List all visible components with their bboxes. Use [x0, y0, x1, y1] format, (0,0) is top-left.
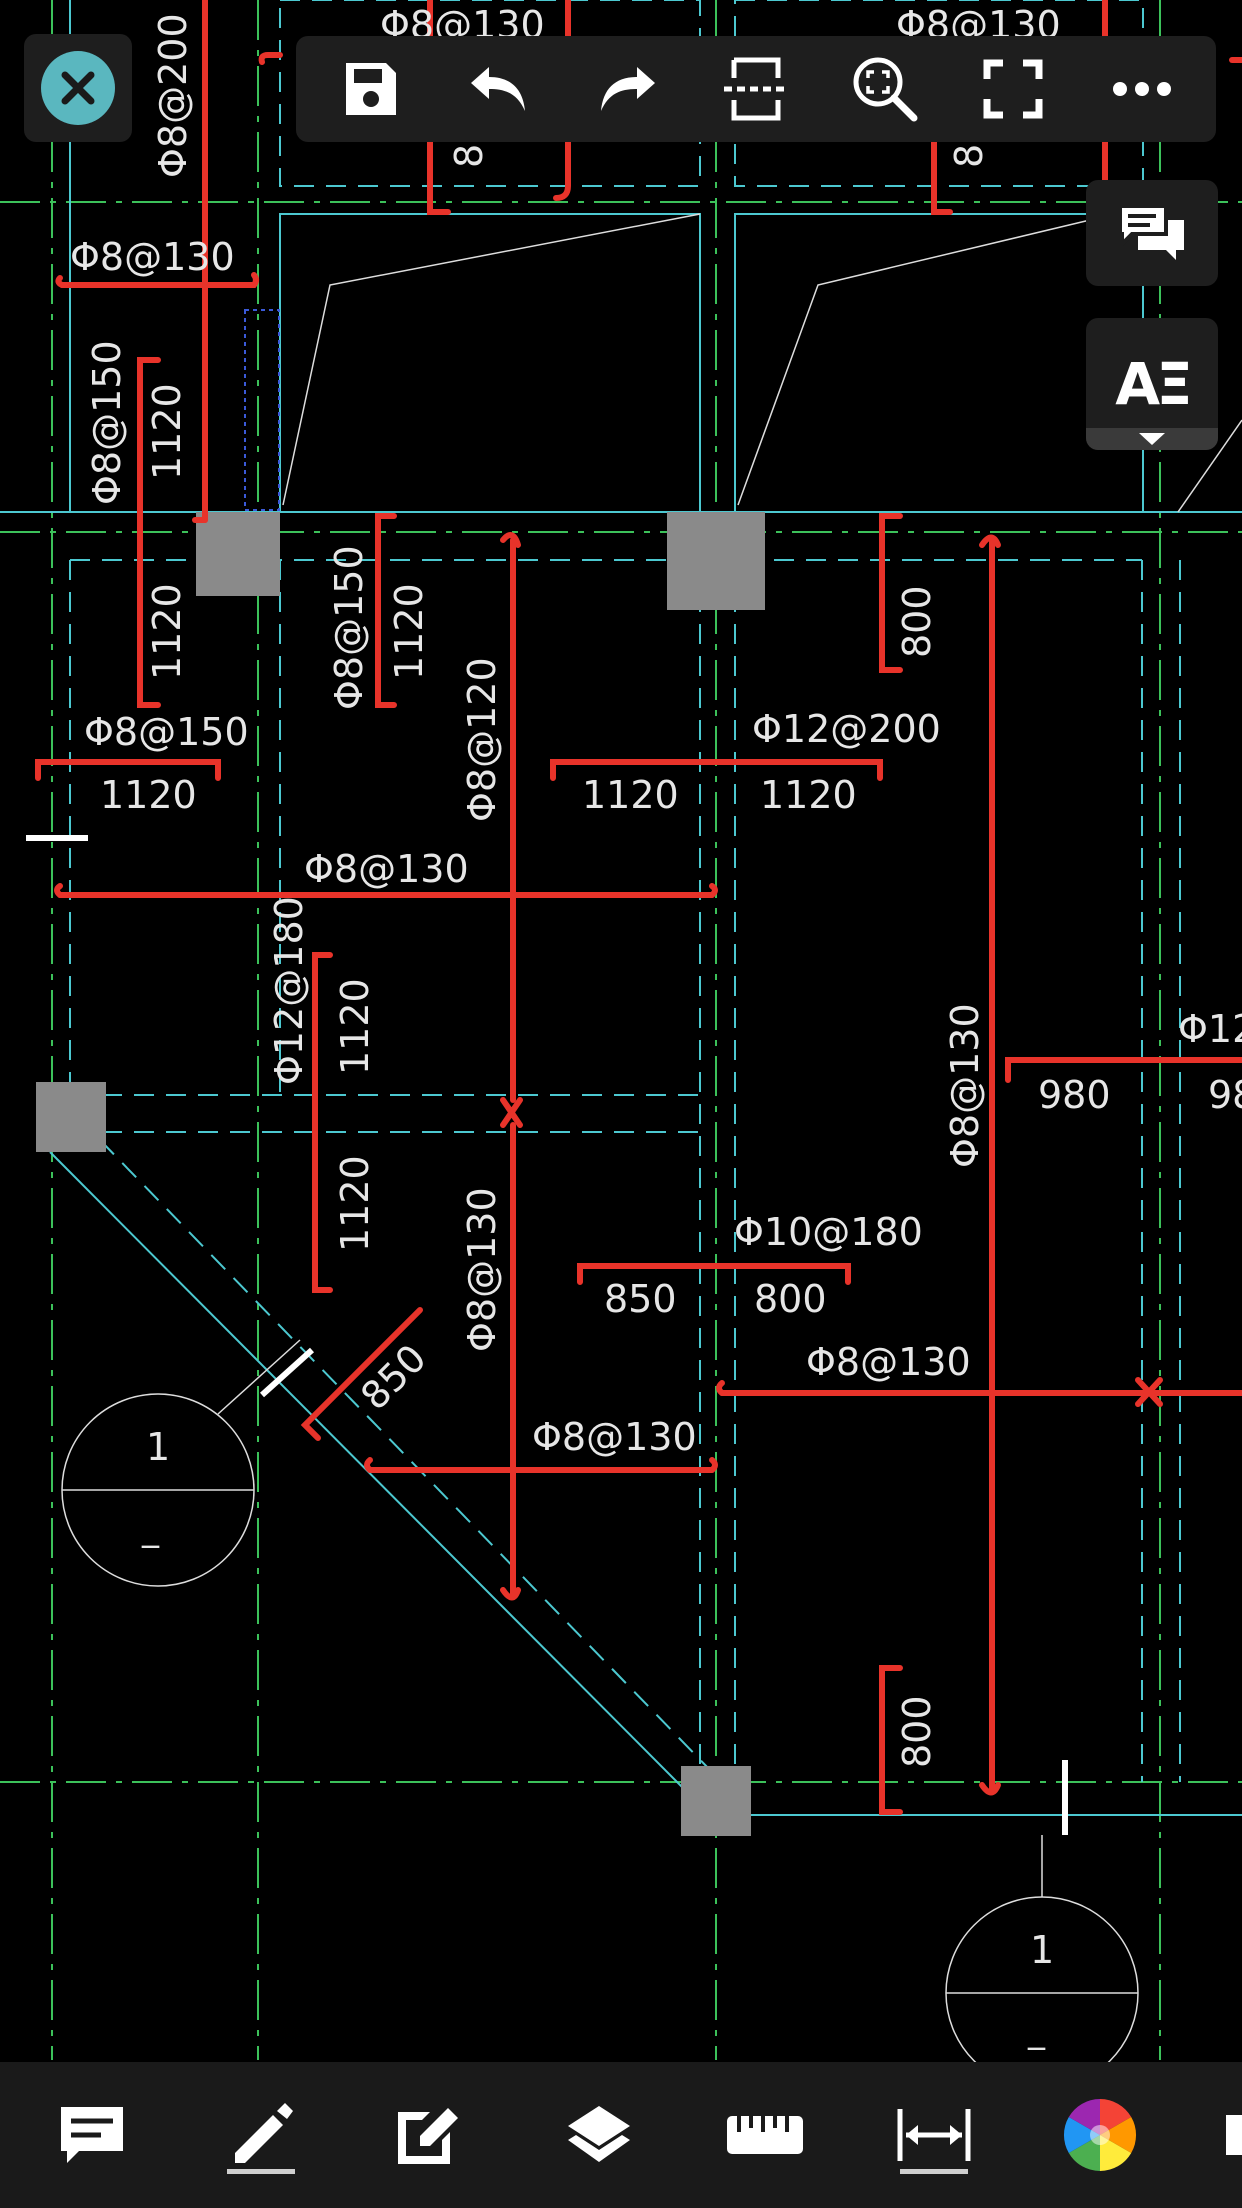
annotation: Φ8@150	[85, 340, 129, 505]
break-marks	[26, 835, 1068, 1835]
annotation: 850	[352, 1336, 434, 1418]
annotation: Φ8@130	[70, 235, 235, 279]
hatch-area	[244, 309, 280, 511]
column	[36, 1082, 106, 1152]
annotation: 1	[1030, 1928, 1054, 1972]
color-picker-button[interactable]	[1050, 2062, 1150, 2208]
annotation: Φ8@130	[943, 1003, 987, 1168]
fullscreen-icon	[983, 59, 1043, 119]
column	[667, 512, 765, 610]
annotation: 8	[947, 144, 991, 168]
annotation: Φ12	[1178, 1007, 1242, 1051]
annotation: Φ8@150	[327, 545, 371, 710]
save-icon	[346, 63, 397, 115]
annotation: 8	[447, 144, 491, 168]
annotation: 800	[895, 1695, 939, 1768]
section-button[interactable]	[711, 44, 801, 134]
fullscreen-button[interactable]	[968, 44, 1058, 134]
annotation: 1120	[145, 383, 189, 480]
annotation: Φ8@130	[806, 1340, 971, 1384]
more-tools-icon	[1226, 2115, 1242, 2155]
top-toolbar	[296, 36, 1216, 142]
more-icon	[1112, 82, 1171, 96]
redo-button[interactable]	[582, 44, 672, 134]
annotation: Φ8@130	[532, 1415, 697, 1459]
annotation: Φ8@120	[460, 657, 504, 822]
annotation: 1120	[760, 773, 857, 817]
grid-lines	[0, 0, 1242, 2060]
undo-icon	[470, 67, 525, 111]
annotation: 1	[146, 1425, 170, 1469]
annotation: 800	[895, 585, 939, 658]
comment-tool-button[interactable]	[42, 2062, 142, 2208]
draw-icon	[235, 2103, 293, 2163]
save-button[interactable]	[325, 44, 415, 134]
dimension-tool-button[interactable]	[884, 2062, 984, 2208]
annotation: 1120	[387, 583, 431, 680]
measure-button[interactable]	[715, 2062, 815, 2208]
draw-tool-button[interactable]	[211, 2062, 311, 2208]
more-button[interactable]	[1097, 44, 1187, 134]
annotation: Φ8@130	[304, 847, 469, 891]
comment-icon	[61, 2107, 123, 2163]
dimension-icon	[897, 2109, 971, 2161]
column	[681, 1766, 751, 1836]
annotation: 850	[604, 1277, 677, 1321]
annotation: _	[141, 1509, 160, 1549]
undo-button[interactable]	[454, 44, 544, 134]
annotation: 1120	[333, 978, 377, 1075]
layers-icon	[568, 2106, 630, 2162]
zoom-extents-icon	[853, 57, 918, 122]
comments-button[interactable]	[1086, 180, 1218, 286]
annotation: 1120	[145, 583, 189, 680]
annotation: Φ8@200	[151, 13, 195, 178]
annotation: 1120	[582, 773, 679, 817]
edit-icon	[398, 2108, 458, 2164]
expand-panel-toggle[interactable]	[1086, 428, 1218, 450]
annotation: 1120	[100, 773, 197, 817]
annotation: 800	[754, 1277, 827, 1321]
dimension-underline	[900, 2169, 968, 2174]
text-style-icon: AΞ	[1115, 350, 1193, 418]
draw-underline	[227, 2169, 295, 2174]
annotation: Φ10@180	[734, 1210, 923, 1254]
annotation: 980	[1038, 1073, 1111, 1117]
annotation: Φ12@200	[752, 707, 941, 751]
bottom-toolbar	[0, 2062, 1242, 2208]
layers-button[interactable]	[549, 2062, 649, 2208]
annotation: Φ12@180	[267, 896, 311, 1085]
chevron-down-icon	[1139, 433, 1165, 445]
annotation: Φ8@130	[460, 1187, 504, 1352]
measure-icon	[727, 2116, 803, 2154]
edit-tool-button[interactable]	[377, 2062, 477, 2208]
section-icon	[723, 57, 788, 121]
more-tools-button[interactable]	[1220, 2062, 1242, 2208]
columns	[36, 512, 765, 1836]
annotation: Φ8@150	[84, 710, 249, 754]
close-icon[interactable]	[41, 51, 115, 125]
color-wheel-icon	[1063, 2099, 1137, 2171]
redo-icon	[601, 67, 656, 111]
comments-icon	[1118, 204, 1184, 260]
close-button[interactable]	[24, 34, 132, 142]
annotation: _	[1027, 2011, 1046, 2051]
column	[196, 512, 280, 596]
text-style-button[interactable]: AΞ	[1086, 318, 1218, 450]
annotation: 1120	[333, 1155, 377, 1252]
annotation: 98	[1208, 1073, 1242, 1117]
rebar-lines	[35, 0, 1242, 1815]
zoom-extents-button[interactable]	[840, 44, 930, 134]
